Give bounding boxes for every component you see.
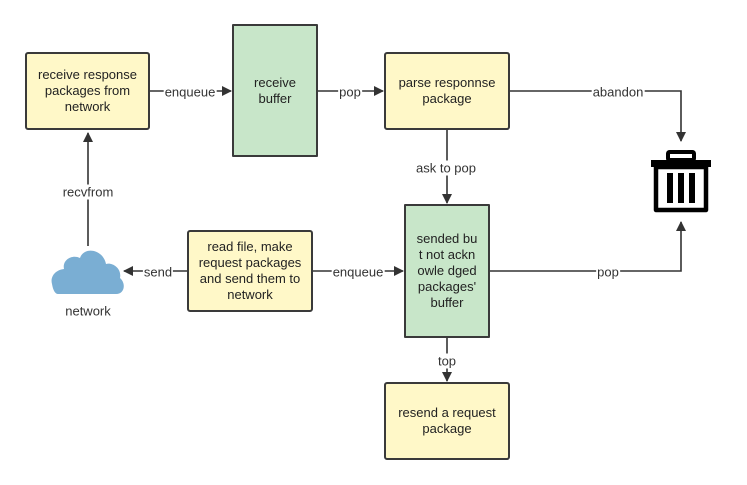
sended-buffer-label: sended but not acknowle dged packages' b… xyxy=(416,231,478,310)
receive-buffer-label: receive buffer xyxy=(254,74,296,106)
edge-pop-sended xyxy=(490,221,686,272)
network-label: network xyxy=(65,303,111,319)
edge-label-recvfrom: recvfrom xyxy=(61,184,115,200)
parse-response-node: parse responnse package xyxy=(384,52,510,130)
edge-label-pop-receive: pop xyxy=(338,84,362,100)
read-file-node: read file, make request packages and sen… xyxy=(187,230,313,312)
edge-label-enqueue-receive: enqueue xyxy=(163,84,217,100)
receive-response-label: receive response packages from network xyxy=(38,67,137,114)
edge-label-enqueue-sended: enqueue xyxy=(331,264,385,280)
edge-label-top: top xyxy=(436,353,458,369)
resend-request-node: resend a request package xyxy=(384,382,510,460)
edge-label-pop-sended: pop xyxy=(596,264,620,280)
sended-buffer-node: sended but not acknowle dged packages' b… xyxy=(404,204,490,338)
resend-request-label: resend a request package xyxy=(398,405,496,436)
read-file-label: read file, make request packages and sen… xyxy=(198,239,302,302)
edge-label-abandon: abandon xyxy=(591,84,645,100)
cloud-icon xyxy=(51,250,124,294)
receive-buffer-node: receive buffer xyxy=(232,24,318,157)
edge-label-ask-to-pop: ask to pop xyxy=(415,160,477,176)
parse-response-label: parse responnse package xyxy=(398,75,496,106)
edge-abandon xyxy=(510,90,686,142)
trash-icon xyxy=(651,150,711,213)
edge-label-send: send xyxy=(142,264,174,280)
receive-response-node: receive response packages from network xyxy=(25,52,150,130)
